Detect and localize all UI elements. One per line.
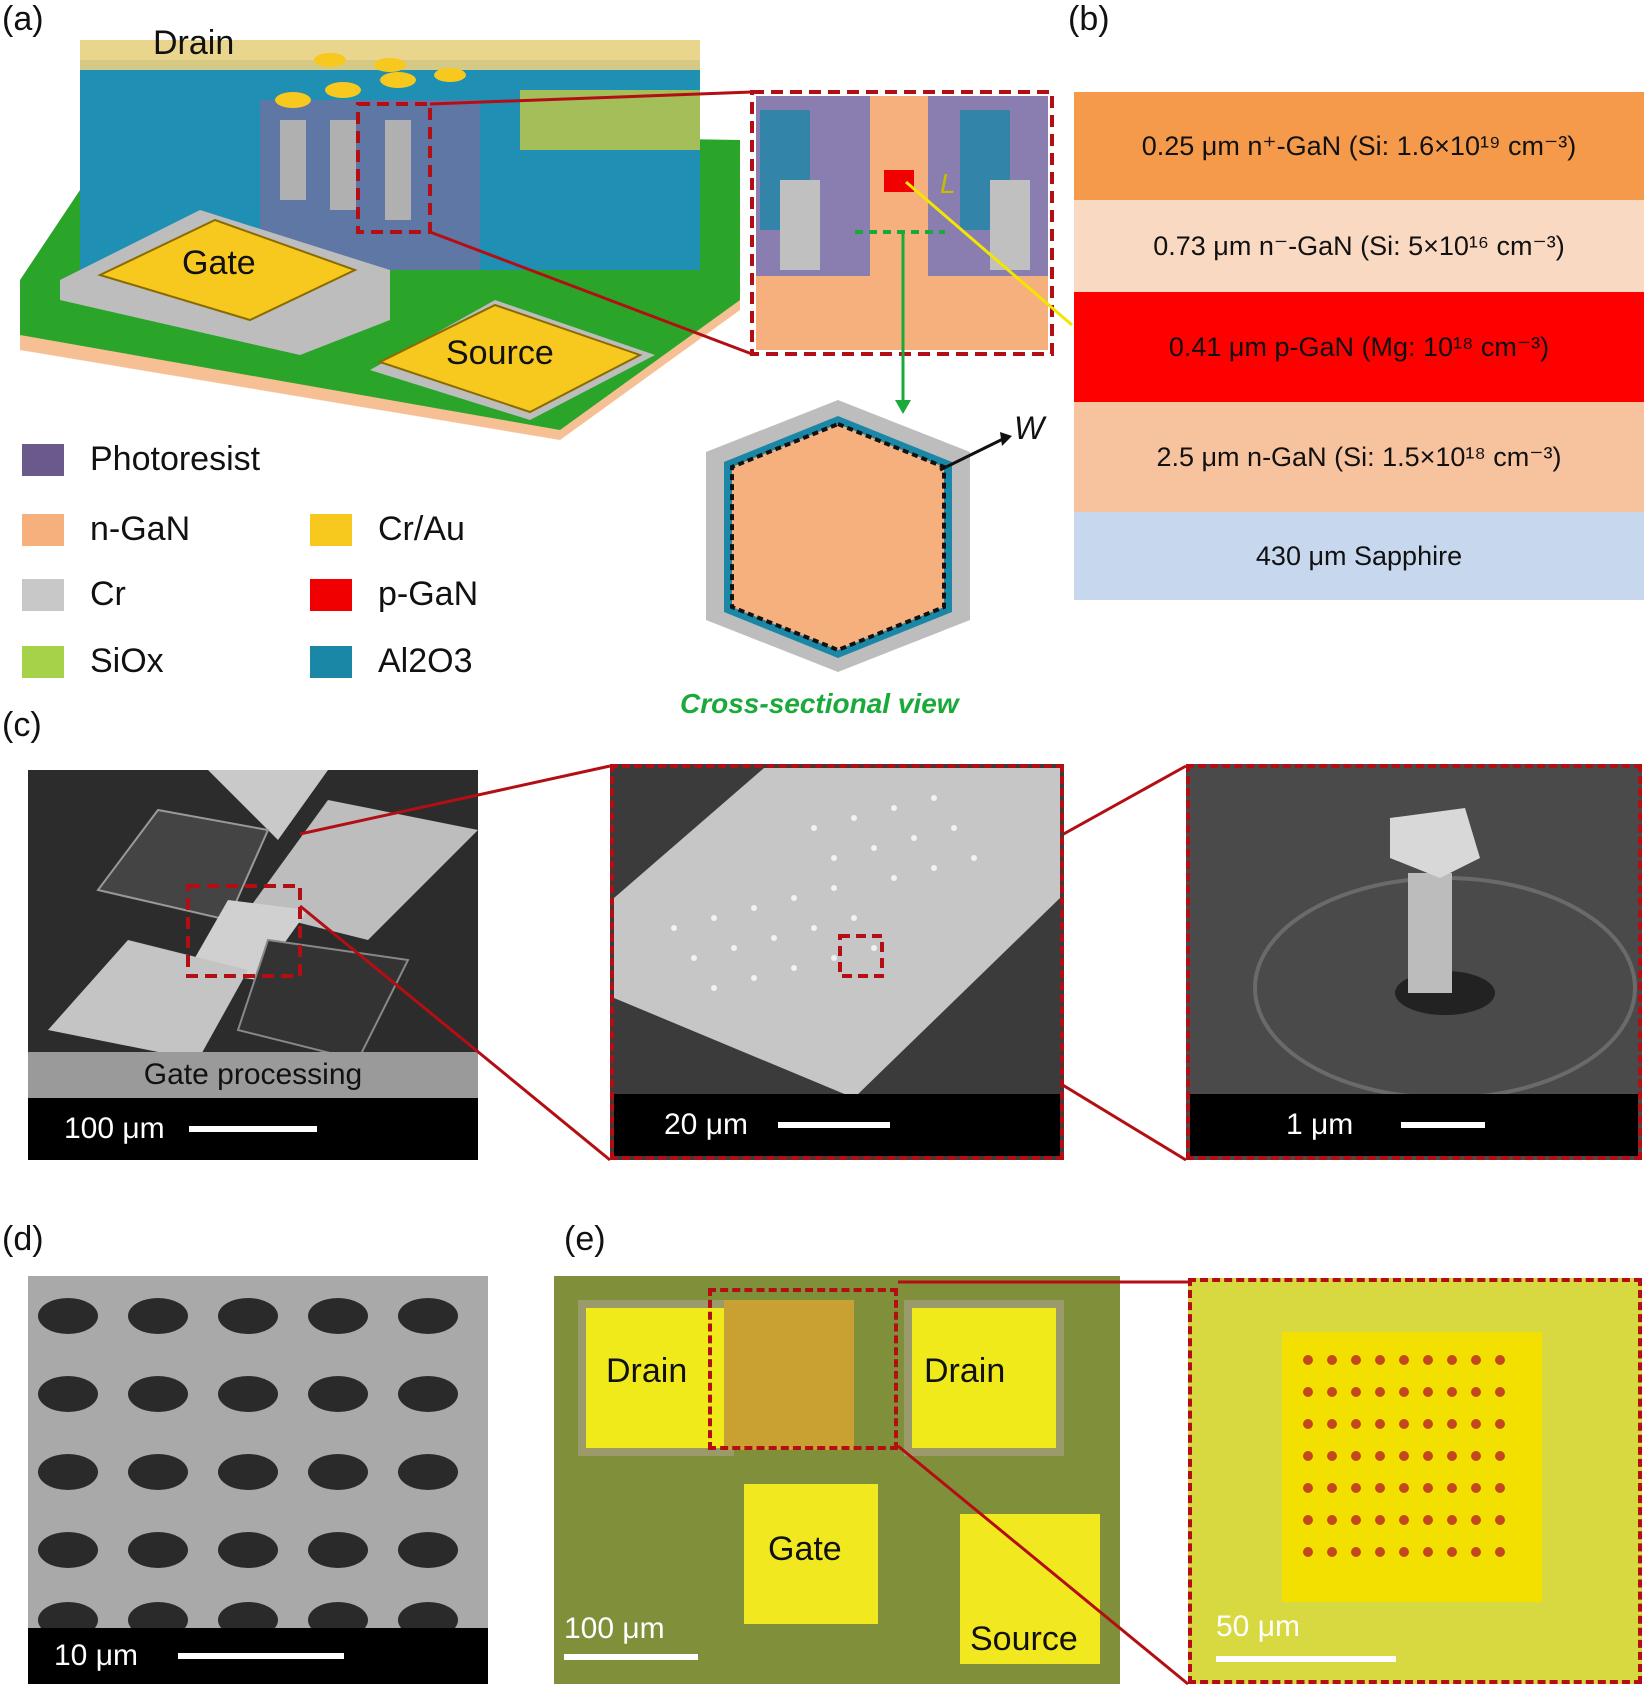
source-label-a: Source: [446, 334, 554, 372]
legend-label: p-GaN: [378, 575, 479, 613]
legend-item-pgan: p-GaN: [310, 575, 478, 614]
gate-pad-e: [744, 1484, 878, 1624]
drain-label-a: Drain: [153, 24, 235, 62]
sem-image-c2: 20 μm: [610, 764, 1064, 1160]
legend-label: n-GaN: [90, 510, 191, 548]
layer-n-minus-gan: 0.73 μm n⁻-GaN (Si: 5×10¹⁶ cm⁻³): [1074, 200, 1644, 292]
siox-top: [520, 90, 700, 150]
legend-swatch: [22, 645, 64, 678]
sem-image-c3: 1 μm: [1186, 764, 1642, 1160]
legend-item-cr: Cr: [22, 575, 126, 614]
inset-L-label: L: [940, 168, 956, 199]
scalebar-c2: 20 μm: [614, 1094, 1060, 1156]
scale-bar-c2: [777, 1122, 890, 1128]
sem-c2-drawing: [614, 768, 1060, 1098]
legend-swatch: [310, 578, 352, 611]
legend-swatch: [22, 578, 64, 611]
sem-image-c1: Gate processing 100 μm: [28, 770, 478, 1160]
legend-item-photoresist: Photoresist: [22, 440, 260, 479]
zoom-region-e: [708, 1288, 898, 1450]
legend-item-crau: Cr/Au: [310, 510, 465, 549]
source-pad-e: [960, 1514, 1100, 1664]
legend-item-siox: SiOx: [22, 642, 164, 681]
layer-n-gan: 2.5 μm n-GaN (Si: 1.5×10¹⁸ cm⁻³): [1074, 402, 1644, 512]
device-3d-schematic: [20, 40, 1073, 672]
cross-sectional-caption: Cross-sectional view: [680, 688, 959, 719]
legend-label: Al2O3: [378, 642, 473, 680]
scale-text-e1: 100 μm: [564, 1612, 665, 1645]
legend-swatch: [22, 443, 64, 476]
optical-image-e1: Drain Drain Gate Source 100 μm: [554, 1276, 1120, 1684]
legend-label: Cr/Au: [378, 510, 465, 548]
legend-swatch: [310, 645, 352, 678]
legend-item-ngan: n-GaN: [22, 510, 190, 549]
legend-swatch: [22, 513, 64, 546]
scale-bar-d: [177, 1653, 344, 1659]
photoresist-region: [260, 100, 480, 270]
scale-text-c2: 20 μm: [664, 1108, 748, 1141]
gate-label-a: Gate: [182, 244, 256, 282]
zoom-array-pad: [1282, 1332, 1542, 1602]
layer-stack: 0.25 μm n⁺-GaN (Si: 1.6×10¹⁹ cm⁻³) 0.73 …: [1074, 92, 1644, 600]
legend-label: Cr: [90, 575, 126, 613]
layer-sapphire: 430 μm Sapphire: [1074, 512, 1644, 600]
zoom-lines-e: [897, 1280, 1189, 1686]
source-label-e: Source: [970, 1620, 1078, 1658]
panel-label-d: (d): [2, 1220, 44, 1258]
legend-swatch: [310, 513, 352, 546]
optical-image-e2: 50 μm: [1188, 1278, 1642, 1684]
cross-W-label: W: [1014, 410, 1045, 446]
scale-bar-e1: [564, 1654, 698, 1660]
zoom-region-a: [356, 102, 432, 234]
scale-text-e2: 50 μm: [1216, 1610, 1300, 1643]
sem-image-d: 10 μm: [28, 1276, 488, 1684]
scale-text-d: 10 μm: [54, 1639, 138, 1672]
panel-label-e: (e): [564, 1220, 606, 1258]
zoom-array-dots: [1303, 1355, 1505, 1557]
panel-label-c: (c): [2, 706, 42, 744]
source-pad: [377, 303, 643, 414]
gate-label-e: Gate: [768, 1530, 842, 1568]
nanowire-array-pad: [724, 1300, 854, 1450]
scalebar-d: 10 μm: [28, 1628, 488, 1684]
drain-top: [80, 40, 700, 70]
gate-processing-label: Gate processing: [28, 1052, 478, 1098]
legend-label: Photoresist: [90, 440, 261, 478]
panel-label-b: (b): [1068, 0, 1110, 38]
scalebar-c1: 100 μm: [28, 1098, 478, 1160]
gate-pad: [97, 218, 358, 322]
scalebar-c3: 1 μm: [1190, 1094, 1638, 1156]
legend-item-al2o3: Al2O3: [310, 642, 473, 681]
drain-pad-right: [904, 1300, 1064, 1456]
drain-label-left: Drain: [606, 1352, 688, 1390]
nanowire-pillars: [275, 53, 466, 220]
inset-pgan: [884, 170, 914, 192]
scale-bar-c1: [188, 1126, 317, 1132]
panel-label-a: (a): [2, 0, 44, 38]
scale-bar-c3: [1401, 1122, 1486, 1128]
scale-text-c1: 100 μm: [64, 1112, 165, 1145]
scale-bar-e2: [1216, 1656, 1396, 1662]
sem-c1-drawing: [48, 770, 478, 1062]
layer-p-gan: 0.41 μm p-GaN (Mg: 10¹⁸ cm⁻³): [1074, 292, 1644, 402]
hex-core: [730, 421, 946, 653]
scale-text-c3: 1 μm: [1286, 1108, 1354, 1141]
layer-n-plus-gan: 0.25 μm n⁺-GaN (Si: 1.6×10¹⁹ cm⁻³): [1074, 92, 1644, 200]
legend-label: SiOx: [90, 642, 164, 680]
drain-label-right: Drain: [924, 1352, 1006, 1390]
